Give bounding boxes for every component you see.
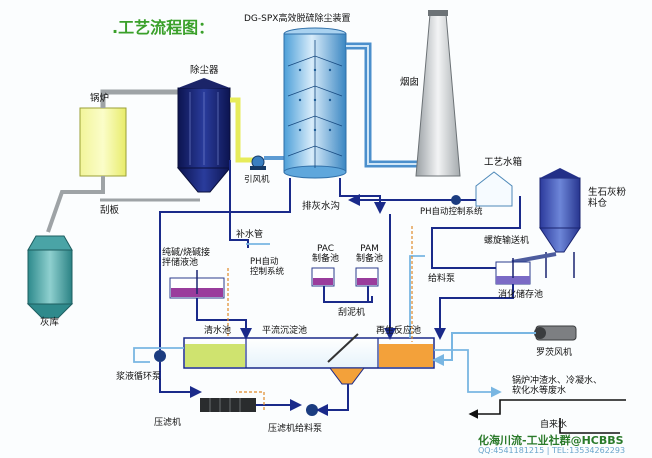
label-dust-collector: 除尘器 (190, 65, 219, 76)
label-ph-system-left: PH自动 控制系统 (250, 257, 285, 277)
flue-duct-to-fan (230, 97, 254, 163)
regen-reaction-pool (379, 344, 433, 367)
label-induced-fan: 引风机 (244, 175, 270, 185)
label-roots-blower: 罗茨风机 (536, 348, 573, 358)
label-mud-scraper: 刮泥机 (338, 308, 366, 318)
sedimentation-hopper (329, 367, 365, 385)
label-sedimentation: 平流沉淀池 (262, 326, 308, 336)
process-water-pump (451, 195, 461, 205)
label-ash-store: 灰库 (40, 317, 60, 328)
screw-conveyor (511, 252, 557, 264)
process-water-tank (475, 171, 513, 207)
filter-feed-pump (306, 404, 318, 416)
pipe-slurry-loop (159, 205, 291, 350)
label-slurry-pump: 浆液循环泵 (116, 372, 162, 382)
label-process-tank: 工艺水箱 (484, 157, 523, 168)
boiler-body (79, 107, 127, 177)
label-ph-system-right: PH自动控制系统 (420, 207, 483, 217)
label-filter-press: 压滤机 (154, 418, 182, 428)
label-ash-ditch: 排灰水沟 (302, 201, 341, 212)
boiler-flue (100, 89, 193, 108)
filter-press (200, 398, 256, 412)
label-tap-water: 自来水 (540, 420, 568, 430)
label-screw-conveyor: 螺旋输送机 (484, 236, 530, 246)
tower-outlet-duct (346, 42, 430, 168)
label-pam: PAM 制备池 (356, 244, 384, 265)
label-lime-silo: 生石灰粉料仓 (588, 187, 627, 209)
label-chimney: 烟囱 (400, 77, 420, 88)
label-filter-feed-pump: 压滤机给料泵 (268, 424, 323, 434)
mud-scraper-arm (327, 333, 359, 363)
boiler-ash-line (46, 176, 105, 233)
page-title: .工艺流程图： (112, 18, 215, 37)
tower-drain (339, 178, 386, 214)
label-feed-pump: 给料泵 (428, 274, 456, 284)
dust-collector-roof (178, 78, 230, 88)
ash-store (27, 249, 73, 305)
label-pac: PAC 制备池 (312, 244, 340, 265)
label-device: DG-SPX高效脱硫除尘装置 (244, 14, 351, 24)
label-regen-tank: 再生反应池 (376, 326, 422, 336)
watermark-contact: QQ:4541181215 | TEL:13534262293 (478, 446, 626, 455)
clear-water-pool (185, 344, 245, 367)
label-alkali-tank: 纯碱/烧碱接 拌储液池 (162, 248, 211, 269)
label-wastewater: 锅炉冲渣水、冷凝水、 软化水等废水 (512, 376, 603, 397)
label-scraper: 刮板 (100, 205, 120, 216)
dust-collector-hopper (176, 167, 232, 193)
label-boiler: 锅炉 (90, 93, 110, 104)
watermark-text: 化海川流-工业社群@HCBBS (478, 434, 624, 447)
lime-silo-body (539, 177, 581, 229)
label-slaking-tank: 消化储存池 (498, 290, 544, 300)
label-clear-tank: 清水池 (204, 326, 232, 336)
tower-spray-layers (287, 40, 343, 168)
slurry-pump (154, 350, 166, 362)
label-makeup-pipe: 补水管 (236, 230, 264, 240)
chimney-body (415, 13, 461, 177)
